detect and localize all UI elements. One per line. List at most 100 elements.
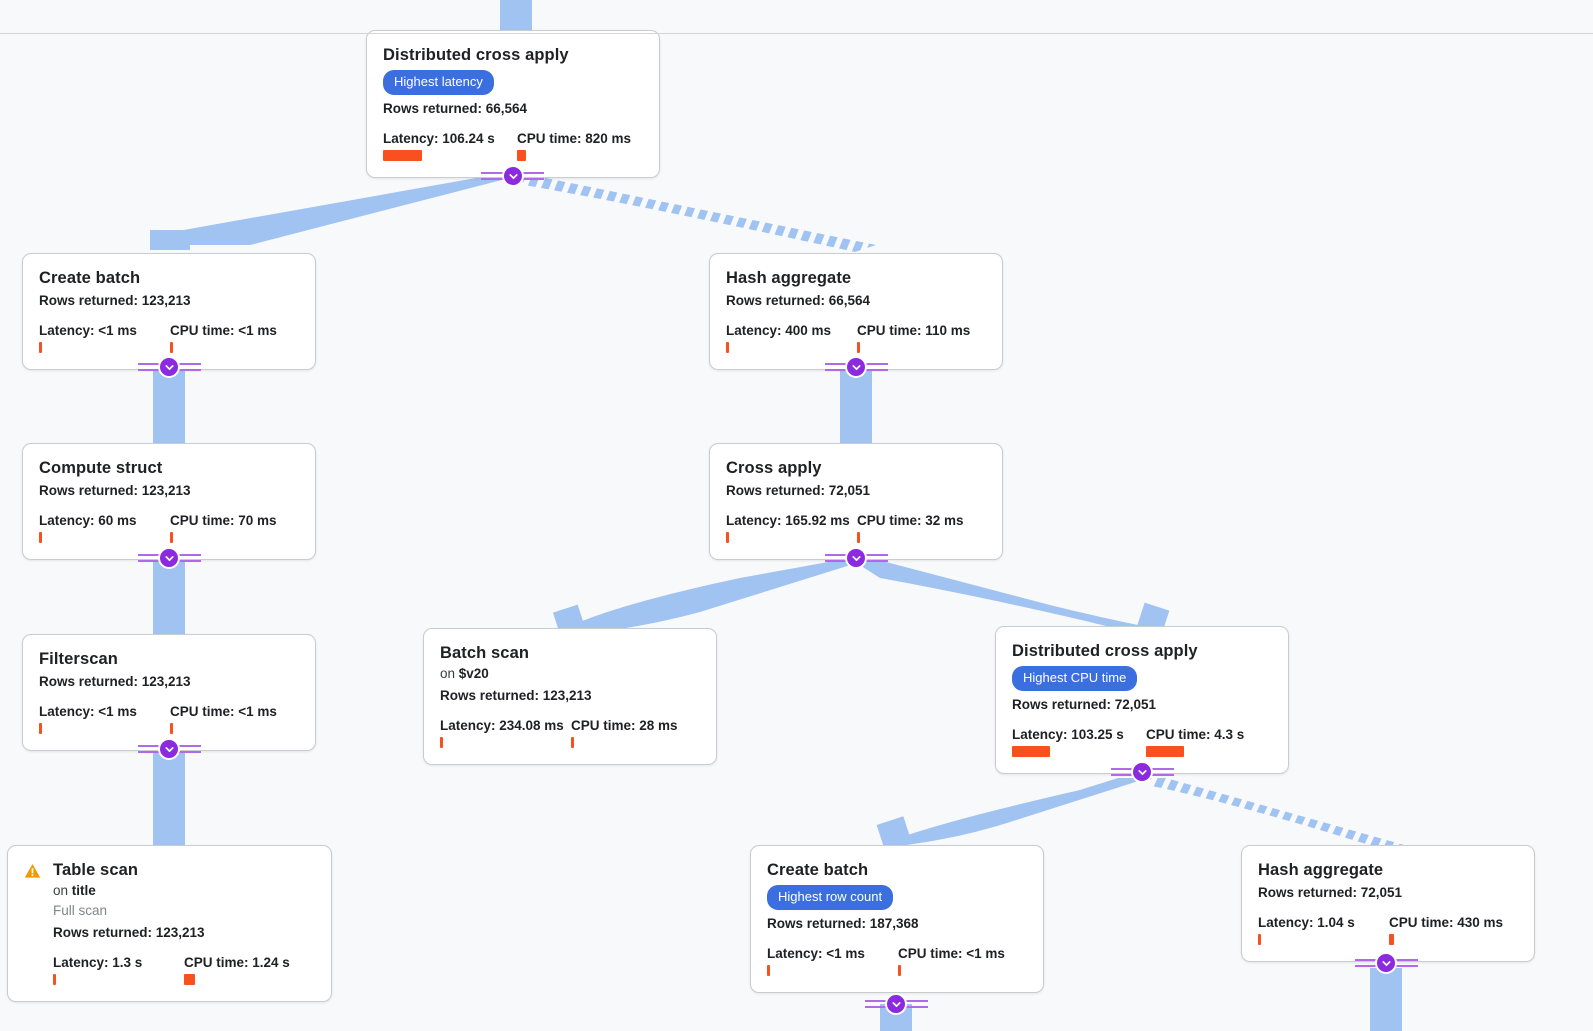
node-title: Table scan bbox=[53, 861, 139, 879]
rows-returned: Rows returned: 66,564 bbox=[383, 101, 528, 116]
cpu-bar bbox=[517, 150, 526, 161]
cpu-metric: CPU time: 4.3 s bbox=[1146, 727, 1244, 757]
plan-node-hash-aggregate-top[interactable]: Hash aggregate Rows returned: 66,564 Lat… bbox=[709, 253, 1003, 370]
latency-metric: Latency: <1 ms bbox=[39, 323, 170, 353]
cpu-label: CPU time: <1 ms bbox=[898, 946, 1005, 961]
cpu-bar bbox=[898, 965, 901, 976]
collapse-toggle-create-batch-left[interactable] bbox=[158, 356, 180, 378]
latency-metric: Latency: 1.3 s bbox=[53, 955, 184, 985]
latency-bar bbox=[53, 974, 56, 985]
cpu-label: CPU time: <1 ms bbox=[170, 704, 277, 719]
node-title: Compute struct bbox=[39, 459, 163, 477]
node-title: Create batch bbox=[767, 861, 869, 879]
chevron-down-icon bbox=[164, 364, 174, 370]
cpu-label: CPU time: 110 ms bbox=[857, 323, 971, 338]
plan-node-create-batch-left[interactable]: Create batch Rows returned: 123,213 Late… bbox=[22, 253, 316, 370]
plan-node-table-scan[interactable]: Table scan on title Full scan Rows retur… bbox=[7, 845, 332, 1002]
plan-node-batch-scan[interactable]: Batch scan on $v20 Rows returned: 123,21… bbox=[423, 628, 717, 765]
rows-returned: Rows returned: 123,213 bbox=[440, 688, 592, 703]
latency-label: Latency: 1.04 s bbox=[1258, 915, 1355, 930]
cpu-metric: CPU time: 110 ms bbox=[857, 323, 970, 353]
latency-bar bbox=[39, 723, 42, 734]
latency-metric: Latency: <1 ms bbox=[39, 704, 170, 734]
latency-label: Latency: <1 ms bbox=[39, 323, 137, 338]
on-prefix: on bbox=[53, 883, 72, 898]
cpu-bar bbox=[184, 974, 195, 985]
plan-node-distributed-cross-apply-lower[interactable]: Distributed cross apply Highest CPU time… bbox=[995, 626, 1289, 774]
cpu-label: CPU time: 820 ms bbox=[517, 131, 632, 146]
plan-node-create-batch-bottom[interactable]: Create batch Highest row count Rows retu… bbox=[750, 845, 1044, 993]
node-title: Distributed cross apply bbox=[383, 46, 569, 64]
cpu-bar bbox=[857, 342, 860, 353]
cpu-metric: CPU time: 70 ms bbox=[170, 513, 277, 543]
rows-returned: Rows returned: 72,051 bbox=[1012, 697, 1157, 712]
latency-bar bbox=[39, 342, 42, 353]
latency-bar bbox=[1012, 746, 1050, 757]
latency-label: Latency: 1.3 s bbox=[53, 955, 143, 970]
latency-metric: Latency: 400 ms bbox=[726, 323, 857, 353]
chevron-down-icon bbox=[164, 555, 174, 561]
plan-node-cross-apply[interactable]: Cross apply Rows returned: 72,051 Latenc… bbox=[709, 443, 1003, 560]
cpu-bar bbox=[857, 532, 860, 543]
chevron-down-icon bbox=[851, 364, 861, 370]
node-title: Hash aggregate bbox=[726, 269, 852, 287]
cpu-metric: CPU time: 1.24 s bbox=[184, 955, 290, 985]
latency-metric: Latency: 1.04 s bbox=[1258, 915, 1389, 945]
plan-node-distributed-cross-apply-root[interactable]: Distributed cross apply Highest latency … bbox=[366, 30, 660, 178]
cpu-metric: CPU time: 430 ms bbox=[1389, 915, 1503, 945]
node-title: Cross apply bbox=[726, 459, 822, 477]
status-badge: Highest row count bbox=[767, 885, 894, 910]
rows-returned: Rows returned: 123,213 bbox=[39, 674, 191, 689]
scan-target: on $v20 bbox=[440, 665, 700, 683]
chevron-down-icon bbox=[164, 746, 174, 752]
latency-bar bbox=[726, 342, 729, 353]
collapse-toggle-hash-aggregate-top[interactable] bbox=[845, 356, 867, 378]
plan-node-compute-struct[interactable]: Compute struct Rows returned: 123,213 La… bbox=[22, 443, 316, 560]
latency-label: Latency: 60 ms bbox=[39, 513, 137, 528]
node-title: Hash aggregate bbox=[1258, 861, 1384, 879]
rows-returned: Rows returned: 123,213 bbox=[39, 293, 191, 308]
node-title: Batch scan bbox=[440, 644, 530, 662]
node-title: Distributed cross apply bbox=[1012, 642, 1198, 660]
cpu-label: CPU time: <1 ms bbox=[170, 323, 277, 338]
latency-metric: Latency: 103.25 s bbox=[1012, 727, 1146, 757]
cpu-label: CPU time: 430 ms bbox=[1389, 915, 1504, 930]
plan-node-hash-aggregate-bottom[interactable]: Hash aggregate Rows returned: 72,051 Lat… bbox=[1241, 845, 1535, 962]
on-prefix: on bbox=[440, 666, 459, 681]
latency-label: Latency: <1 ms bbox=[767, 946, 865, 961]
latency-bar bbox=[440, 737, 443, 748]
collapse-toggle-compute-struct[interactable] bbox=[158, 547, 180, 569]
collapse-toggle-cross-apply[interactable] bbox=[845, 547, 867, 569]
scan-target-value: title bbox=[71, 883, 96, 898]
collapse-toggle-filterscan[interactable] bbox=[158, 738, 180, 760]
latency-label: Latency: 106.24 s bbox=[383, 131, 495, 146]
scan-target-value: $v20 bbox=[458, 666, 489, 681]
chevron-down-icon bbox=[851, 555, 861, 561]
collapse-toggle-hash-aggregate-bottom[interactable] bbox=[1375, 952, 1397, 974]
latency-bar bbox=[726, 532, 729, 543]
cpu-bar bbox=[170, 723, 173, 734]
cpu-bar bbox=[1146, 746, 1184, 757]
collapse-toggle-distributed-cross-apply-root[interactable] bbox=[502, 165, 524, 187]
latency-metric: Latency: 234.08 ms bbox=[440, 718, 571, 748]
plan-node-filterscan[interactable]: Filterscan Rows returned: 123,213 Latenc… bbox=[22, 634, 316, 751]
cpu-label: CPU time: 4.3 s bbox=[1146, 727, 1245, 742]
cpu-label: CPU time: 1.24 s bbox=[184, 955, 290, 970]
latency-bar bbox=[39, 532, 42, 543]
chevron-down-icon bbox=[508, 173, 518, 179]
rows-returned: Rows returned: 72,051 bbox=[726, 483, 871, 498]
latency-label: Latency: 234.08 ms bbox=[440, 718, 564, 733]
status-badge: Highest latency bbox=[383, 70, 494, 95]
cpu-bar bbox=[571, 737, 574, 748]
cpu-label: CPU time: 32 ms bbox=[857, 513, 964, 528]
chevron-down-icon bbox=[891, 1001, 901, 1007]
status-badge: Highest CPU time bbox=[1012, 666, 1138, 691]
collapse-toggle-create-batch-bottom[interactable] bbox=[885, 993, 907, 1015]
cpu-metric: CPU time: 32 ms bbox=[857, 513, 964, 543]
cpu-metric: CPU time: <1 ms bbox=[170, 704, 277, 734]
latency-metric: Latency: 165.92 ms bbox=[726, 513, 857, 543]
cpu-bar bbox=[170, 342, 173, 353]
collapse-toggle-distributed-cross-apply-lower[interactable] bbox=[1131, 761, 1153, 783]
